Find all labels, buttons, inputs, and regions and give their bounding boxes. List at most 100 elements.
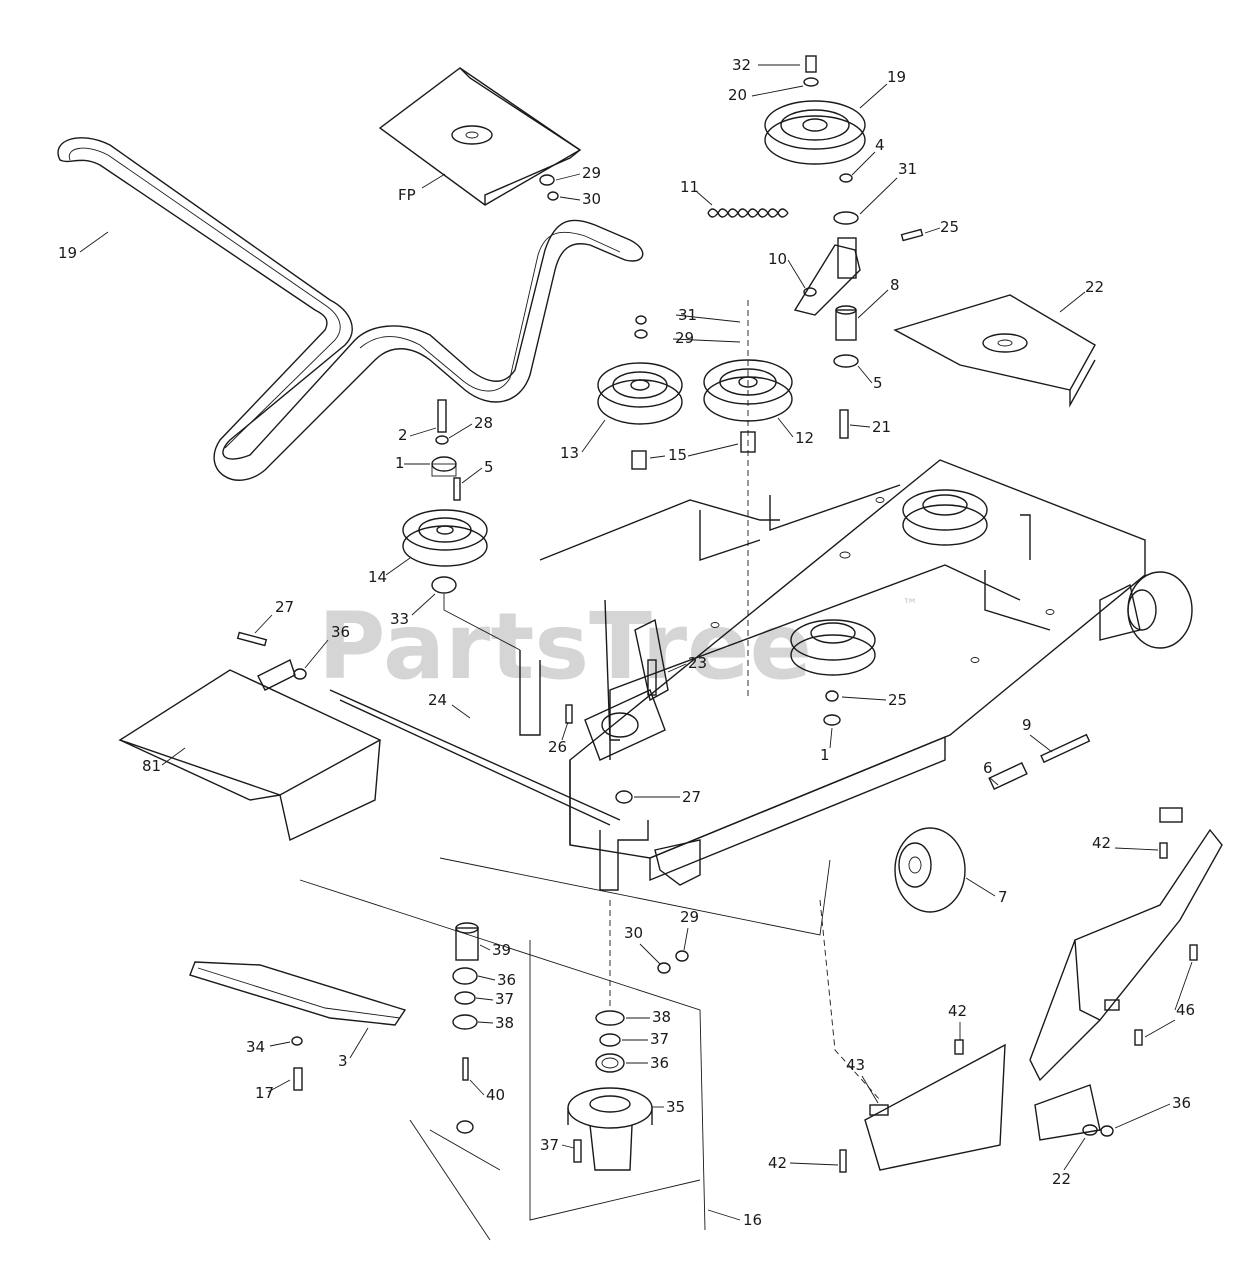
bolt-27-left[interactable] bbox=[236, 631, 268, 647]
bolt-46-top[interactable] bbox=[1189, 944, 1198, 961]
washer-31[interactable] bbox=[833, 211, 859, 225]
callout-31-top: 31 bbox=[898, 160, 917, 178]
opening-plate[interactable] bbox=[584, 689, 666, 761]
belt-cover-plate[interactable] bbox=[378, 67, 582, 206]
callout-16: 16 bbox=[743, 1211, 762, 1229]
callout-8: 8 bbox=[890, 276, 900, 294]
bolt-26[interactable] bbox=[565, 704, 573, 724]
drive-belt[interactable] bbox=[57, 137, 644, 481]
callout-24: 24 bbox=[428, 691, 447, 709]
bushing-1-left[interactable] bbox=[431, 456, 457, 477]
callout-30-top: 30 bbox=[582, 190, 601, 208]
bushing-8[interactable] bbox=[835, 305, 857, 341]
washer-33[interactable] bbox=[431, 576, 457, 594]
washer-5-right[interactable] bbox=[833, 354, 859, 368]
callout-27-front: 27 bbox=[682, 788, 701, 806]
bolt-36-right[interactable] bbox=[1100, 1125, 1114, 1137]
spacer-36-left[interactable] bbox=[293, 668, 307, 680]
callout-40: 40 bbox=[486, 1086, 505, 1104]
washer-37-spindle[interactable] bbox=[599, 1033, 621, 1047]
nut-30-bot[interactable] bbox=[657, 962, 671, 974]
callout-81: 81 bbox=[142, 757, 161, 775]
callout-33: 33 bbox=[390, 610, 409, 628]
callout-4: 4 bbox=[875, 136, 885, 154]
spacer-6[interactable] bbox=[988, 762, 1028, 790]
cover-nut-29[interactable] bbox=[539, 174, 555, 186]
front-end-bracket[interactable] bbox=[599, 820, 701, 891]
bolt-2[interactable] bbox=[437, 399, 447, 433]
washer-1-mid[interactable] bbox=[823, 714, 841, 726]
nut-34[interactable] bbox=[291, 1036, 303, 1046]
bolt-42-mid[interactable] bbox=[954, 1039, 964, 1055]
bolt-17[interactable] bbox=[293, 1067, 303, 1091]
bolt-25-mid[interactable] bbox=[825, 690, 839, 702]
nut-4[interactable] bbox=[839, 173, 853, 183]
deflector-chute[interactable] bbox=[1029, 807, 1223, 1082]
axle-bolt-9[interactable] bbox=[1040, 733, 1091, 764]
mounting-plate-43[interactable] bbox=[864, 1043, 1006, 1171]
washer-29-mid[interactable] bbox=[634, 329, 648, 339]
callout-17: 19 bbox=[887, 68, 906, 86]
callout-7: 7 bbox=[998, 888, 1008, 906]
callout-fp: FP bbox=[398, 186, 416, 204]
callout-43: 43 bbox=[846, 1056, 865, 1074]
pulley-14[interactable] bbox=[402, 509, 488, 567]
callout-1-mid: 1 bbox=[820, 746, 830, 764]
bearing-36-stack[interactable] bbox=[452, 967, 478, 985]
callout-5-right: 5 bbox=[873, 374, 883, 392]
callout-37-bolt: 37 bbox=[540, 1136, 559, 1154]
bolt-42-bot[interactable] bbox=[839, 1149, 847, 1173]
bolt-46-bot[interactable] bbox=[1134, 1029, 1143, 1046]
callout-19: 19 bbox=[58, 244, 77, 262]
watermark-text: PartsTree bbox=[318, 593, 812, 700]
callout-2: 2 bbox=[398, 426, 408, 444]
spacer-15-left[interactable] bbox=[631, 450, 647, 470]
bearing-36-spindle[interactable] bbox=[595, 1053, 625, 1073]
bolt-32[interactable] bbox=[805, 55, 817, 73]
idler-pulley-top[interactable] bbox=[764, 100, 866, 165]
wheel-7[interactable] bbox=[894, 827, 966, 913]
bolt-42-top[interactable] bbox=[1159, 842, 1168, 859]
discharge-chute-81[interactable] bbox=[118, 669, 382, 842]
hinge-plate-22[interactable] bbox=[1034, 1084, 1101, 1141]
callout-30-bot: 30 bbox=[624, 924, 643, 942]
tension-spring[interactable] bbox=[707, 208, 789, 218]
cover-nut-30[interactable] bbox=[547, 191, 559, 201]
bolt-37-spindle[interactable] bbox=[573, 1139, 582, 1163]
callouts: 32 20 19 4 31 11 25 10 8 22 5 21 29 30 F… bbox=[58, 56, 1195, 1229]
callout-36-left: 36 bbox=[331, 623, 350, 641]
washer-28[interactable] bbox=[435, 435, 449, 445]
belt-cover-right[interactable] bbox=[893, 294, 1096, 408]
callout-10: 10 bbox=[768, 250, 787, 268]
spindle-housing-35[interactable] bbox=[567, 1087, 653, 1171]
callout-5-left: 5 bbox=[484, 458, 494, 476]
mower-deck-housing[interactable] bbox=[519, 459, 1146, 882]
washer-22-bot[interactable] bbox=[1082, 1124, 1098, 1136]
deck-pulley-right[interactable] bbox=[902, 489, 988, 546]
callout-13: 13 bbox=[560, 444, 579, 462]
bolt-25-top[interactable] bbox=[900, 228, 924, 242]
bushing-bottom[interactable] bbox=[456, 1120, 474, 1134]
nut-31-mid[interactable] bbox=[635, 315, 647, 325]
deck-pulley-center[interactable] bbox=[790, 619, 876, 676]
bolt-21[interactable] bbox=[839, 409, 849, 439]
callout-29-bot: 29 bbox=[680, 908, 699, 926]
bolt-27-front[interactable] bbox=[615, 790, 633, 804]
cutting-blade-3[interactable] bbox=[189, 961, 407, 1026]
pulley-13[interactable] bbox=[597, 362, 683, 425]
watermark-trademark: ™ bbox=[902, 595, 918, 614]
washer-38-stack[interactable] bbox=[452, 1014, 478, 1030]
callout-22-top: 22 bbox=[1085, 278, 1104, 296]
spacer-39[interactable] bbox=[455, 922, 479, 961]
washer-20[interactable] bbox=[803, 77, 819, 87]
bolt-40[interactable] bbox=[462, 1057, 469, 1081]
idler-arm-10[interactable] bbox=[793, 237, 861, 316]
washer-38-spindle[interactable] bbox=[595, 1010, 625, 1026]
key-5-left[interactable] bbox=[453, 477, 461, 501]
callout-9: 9 bbox=[1022, 716, 1032, 734]
washer-29-bot[interactable] bbox=[675, 950, 689, 962]
rod-24[interactable] bbox=[329, 689, 621, 826]
callout-3: 3 bbox=[338, 1052, 348, 1070]
washer-37-stack[interactable] bbox=[454, 991, 476, 1005]
wheel-rear-right[interactable] bbox=[1099, 571, 1193, 649]
